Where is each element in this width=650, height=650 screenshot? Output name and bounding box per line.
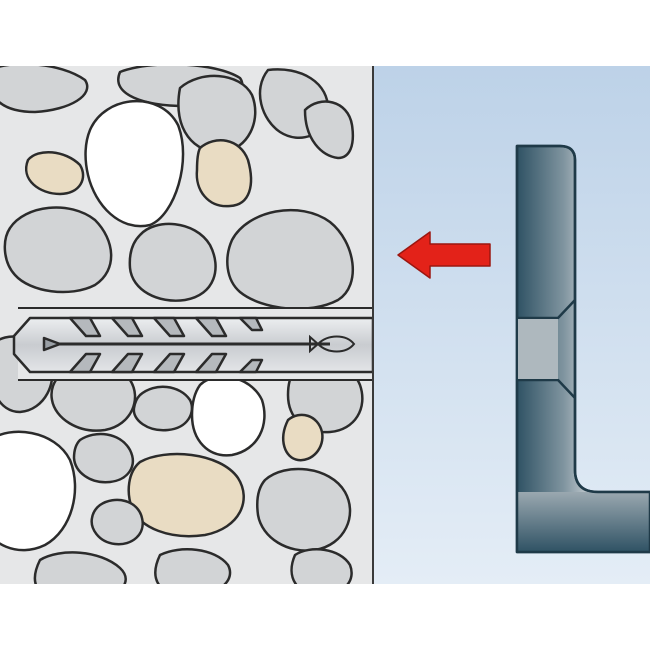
fixture-foot-shade [517, 492, 650, 552]
wall-plug-tooth [238, 358, 264, 374]
stone [177, 74, 257, 154]
wall-plug-tooth [194, 352, 228, 374]
stone [282, 413, 324, 462]
fish-tail [309, 334, 320, 354]
stone [84, 100, 185, 228]
wall-plug-tooth [152, 316, 186, 338]
stone [256, 467, 352, 552]
stone [127, 452, 245, 538]
wall-plug-tooth [194, 316, 228, 338]
stone [290, 548, 353, 584]
stone [0, 430, 77, 552]
wall-plug-tooth [238, 316, 264, 332]
stone [128, 222, 217, 302]
stone [195, 139, 253, 208]
stone [303, 100, 355, 160]
concrete-wall [0, 66, 373, 584]
fish-logo-icon [309, 334, 356, 354]
fixture-outline [515, 144, 650, 554]
stone [90, 498, 144, 546]
stone [0, 66, 89, 114]
stone [132, 385, 194, 432]
stone [190, 375, 266, 457]
arrow-left-icon [397, 231, 491, 279]
wall-plug-tooth [68, 352, 102, 374]
stone [154, 548, 232, 584]
wall-plug-tooth [110, 352, 144, 374]
insertion-arrow [397, 231, 491, 279]
fixture-bore [518, 319, 558, 379]
stone [226, 208, 354, 311]
fish-body [316, 335, 356, 353]
stone [33, 551, 127, 584]
wall-plug-tooth [68, 316, 102, 338]
fixture-bracket [515, 144, 650, 554]
wall-plug-tooth [110, 316, 144, 338]
wall-plug [12, 316, 373, 374]
stone [25, 151, 85, 196]
fixture-bore-bottom [517, 378, 576, 399]
wall-plug-tooth [152, 352, 186, 374]
stone [3, 206, 113, 294]
wall-plug-tip [42, 336, 62, 352]
stone [72, 432, 135, 484]
fixture-bore-top [517, 299, 576, 320]
